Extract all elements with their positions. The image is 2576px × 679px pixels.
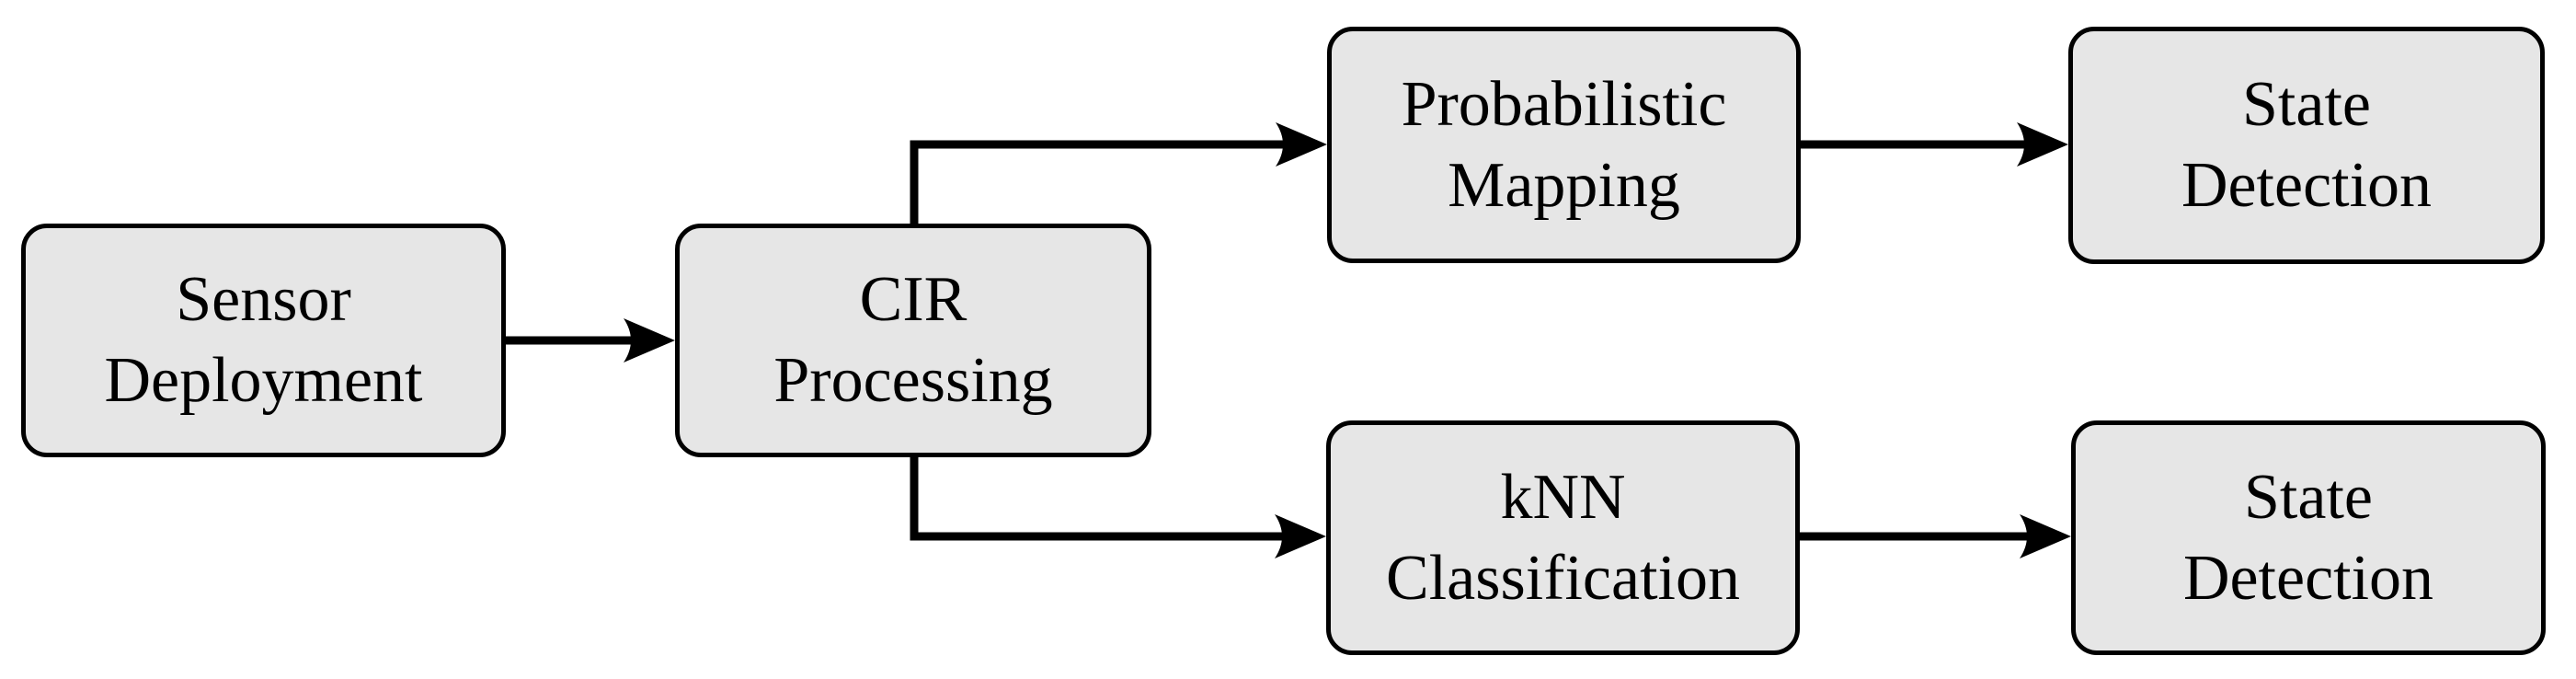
node-state-detection-top-label: State Detection <box>2181 69 2433 221</box>
arrowhead-sensor-to-cir <box>624 318 675 363</box>
arrowhead-knn-to-statedet <box>2020 514 2071 558</box>
edge-cir-to-probmap <box>910 140 1294 226</box>
arrowhead-cir-to-knn <box>1275 514 1326 558</box>
node-state-detection-top: State Detection <box>2068 27 2545 264</box>
node-cir-processing: CIR Processing <box>675 224 1151 457</box>
edge-cir-to-knn <box>910 455 1293 541</box>
node-probabilistic-mapping-label: Probabilistic Mapping <box>1401 68 1727 221</box>
arrowhead-probmap-to-statedet <box>2017 122 2068 167</box>
node-sensor-deployment-label: Sensor Deployment <box>104 264 423 416</box>
node-sensor-deployment: Sensor Deployment <box>21 224 506 457</box>
arrowhead-cir-to-probmap <box>1276 122 1327 167</box>
node-state-detection-bottom-label: State Detection <box>2182 461 2434 614</box>
node-probabilistic-mapping: Probabilistic Mapping <box>1327 27 1801 263</box>
node-state-detection-bottom: State Detection <box>2071 420 2546 655</box>
node-knn-classification: kNN Classification <box>1326 420 1800 655</box>
node-cir-processing-label: CIR Processing <box>773 264 1053 416</box>
node-knn-classification-label: kNN Classification <box>1386 461 1740 614</box>
